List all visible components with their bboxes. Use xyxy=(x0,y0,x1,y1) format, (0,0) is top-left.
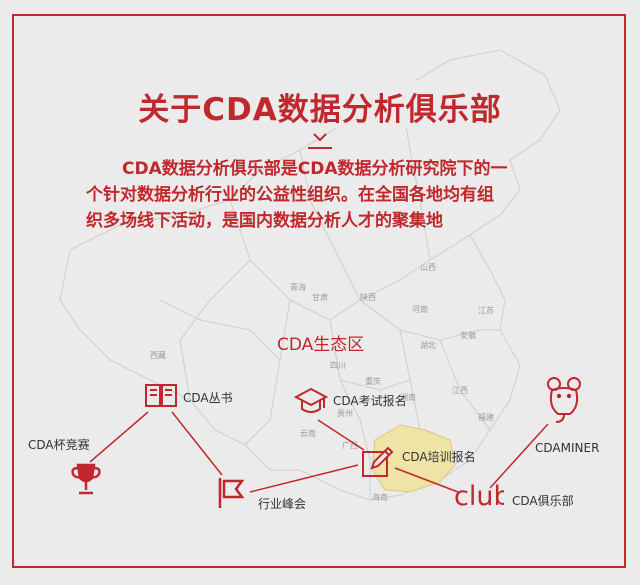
page-title: 关于CDA数据分析俱乐部 xyxy=(138,92,502,128)
node-label-training: CDA培训报名 xyxy=(402,450,476,464)
connector-club-miner xyxy=(489,423,549,489)
node-label-club: CDA俱乐部 xyxy=(512,494,574,508)
map-label-guangxi: 广西 xyxy=(342,441,358,450)
node-label-exam: CDA考试报名 xyxy=(333,394,407,408)
map-label-hainan: 海南 xyxy=(372,493,388,502)
node-label-summit: 行业峰会 xyxy=(258,497,307,511)
map-label-jiangsu: 江苏 xyxy=(478,306,494,315)
red-border-frame xyxy=(12,14,626,568)
map-label-henan: 河南 xyxy=(412,305,428,314)
open-book-icon[interactable] xyxy=(144,380,178,410)
description-line: CDA数据分析俱乐部是CDA数据分析研究院下的一 xyxy=(122,159,508,179)
map-label-jiangxi: 江西 xyxy=(452,386,468,395)
map-label-guizhou: 贵州 xyxy=(337,409,353,418)
node-label-books: CDA丛书 xyxy=(183,391,233,405)
map-label-chongqing: 重庆 xyxy=(365,377,381,386)
connector-books-competition xyxy=(89,411,149,463)
map-label-anhui: 安徽 xyxy=(460,331,476,340)
map-label-shaanxi: 陕西 xyxy=(360,293,376,302)
description-line: 个针对数据分析行业的公益性组织。在全国各地均有组 xyxy=(86,185,494,205)
map-label-sichuan: 四川 xyxy=(330,361,346,370)
node-label-miner: CDAMINER xyxy=(535,441,600,455)
highlight-region xyxy=(371,424,456,493)
mouse-icon[interactable] xyxy=(544,376,584,426)
description-line: 织多场线下活动，是国内数据分析人才的聚集地 xyxy=(86,211,443,231)
flag-icon[interactable] xyxy=(214,476,248,510)
connector-books-summit xyxy=(171,411,223,476)
node-label-competition: CDA杯竞赛 xyxy=(28,438,90,452)
connector-summit-training xyxy=(249,464,359,493)
club-logo-text: club xyxy=(454,481,504,510)
map-outline xyxy=(59,49,561,501)
map-label-hubei: 湖北 xyxy=(420,341,436,350)
map-label-gansu: 甘肃 xyxy=(312,293,328,302)
connector-exam-training xyxy=(317,419,365,451)
club-logo-icon[interactable]: club xyxy=(452,480,504,510)
connector-training-club xyxy=(394,467,459,493)
pencil-edit-icon[interactable] xyxy=(360,446,394,480)
title-backdrop xyxy=(110,80,530,128)
trophy-icon[interactable] xyxy=(70,462,102,498)
map-label-fujian: 福建 xyxy=(478,413,494,422)
graduation-cap-icon[interactable] xyxy=(294,386,328,416)
ecosystem-label: CDA生态区 xyxy=(277,335,365,355)
title-divider xyxy=(308,147,332,149)
map-label-yunnan: 云南 xyxy=(300,429,316,438)
club-description: CDA数据分析俱乐部是CDA数据分析研究院下的一 个针对数据分析行业的公益性组织… xyxy=(86,156,570,234)
map-label-qinghai: 青海 xyxy=(290,283,306,292)
map-label-shanxi: 山西 xyxy=(420,263,436,272)
map-label-hunan: 湖南 xyxy=(400,393,416,402)
map-label-xizang: 西藏 xyxy=(150,351,166,360)
chevron-down-icon xyxy=(313,133,327,142)
